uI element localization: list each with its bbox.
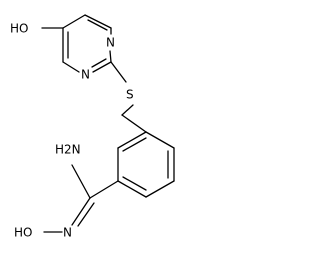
- bond-c-n-double-1: [71, 197, 91, 226]
- label-ring-nitrogen-upper: N: [106, 36, 115, 50]
- bond-b6-b1-double: [122, 137, 147, 152]
- label-amidine-amine: H2N: [55, 143, 81, 157]
- bond-ch2-ring: [121, 114, 147, 133]
- bond-b4-b5-double: [122, 176, 147, 191]
- bond-b3-b4: [145, 180, 175, 198]
- bond-b1-b2: [145, 131, 175, 149]
- benzene-ring: [117, 114, 175, 198]
- pyrimidine-ring: [62, 14, 112, 73]
- bond-s-ch2: [121, 104, 134, 116]
- bond-c2-s: [110, 61, 127, 83]
- bond-b6-b1: [117, 131, 147, 149]
- label-ring-nitrogen-lower: N: [81, 68, 90, 82]
- bond-ring-c-amidine: [89, 180, 119, 199]
- bond-n3-c4: [62, 61, 80, 73]
- bond-c-n-double-2: [77, 202, 95, 227]
- label-oxime-hydroxy: HO: [14, 226, 32, 240]
- bond-c5-c6: [84, 14, 112, 29]
- label-amidine-imine-nitrogen: N: [63, 226, 72, 240]
- bond-c2-n3-double: [91, 58, 107, 68]
- bond-c-nh2: [71, 164, 91, 199]
- bond-b4-b5: [117, 180, 147, 198]
- bond-c5-c6-double: [87, 19, 108, 31]
- label-hydroxy-top: HO: [10, 22, 28, 36]
- bond-c2-n3: [92, 61, 112, 73]
- molecule-structure-diagram: HO N N S H2N N HO: [10, 14, 175, 240]
- label-thioether-sulfur: S: [126, 88, 134, 102]
- bond-n1-c2: [109, 50, 112, 63]
- bond-c4-c5: [62, 14, 86, 29]
